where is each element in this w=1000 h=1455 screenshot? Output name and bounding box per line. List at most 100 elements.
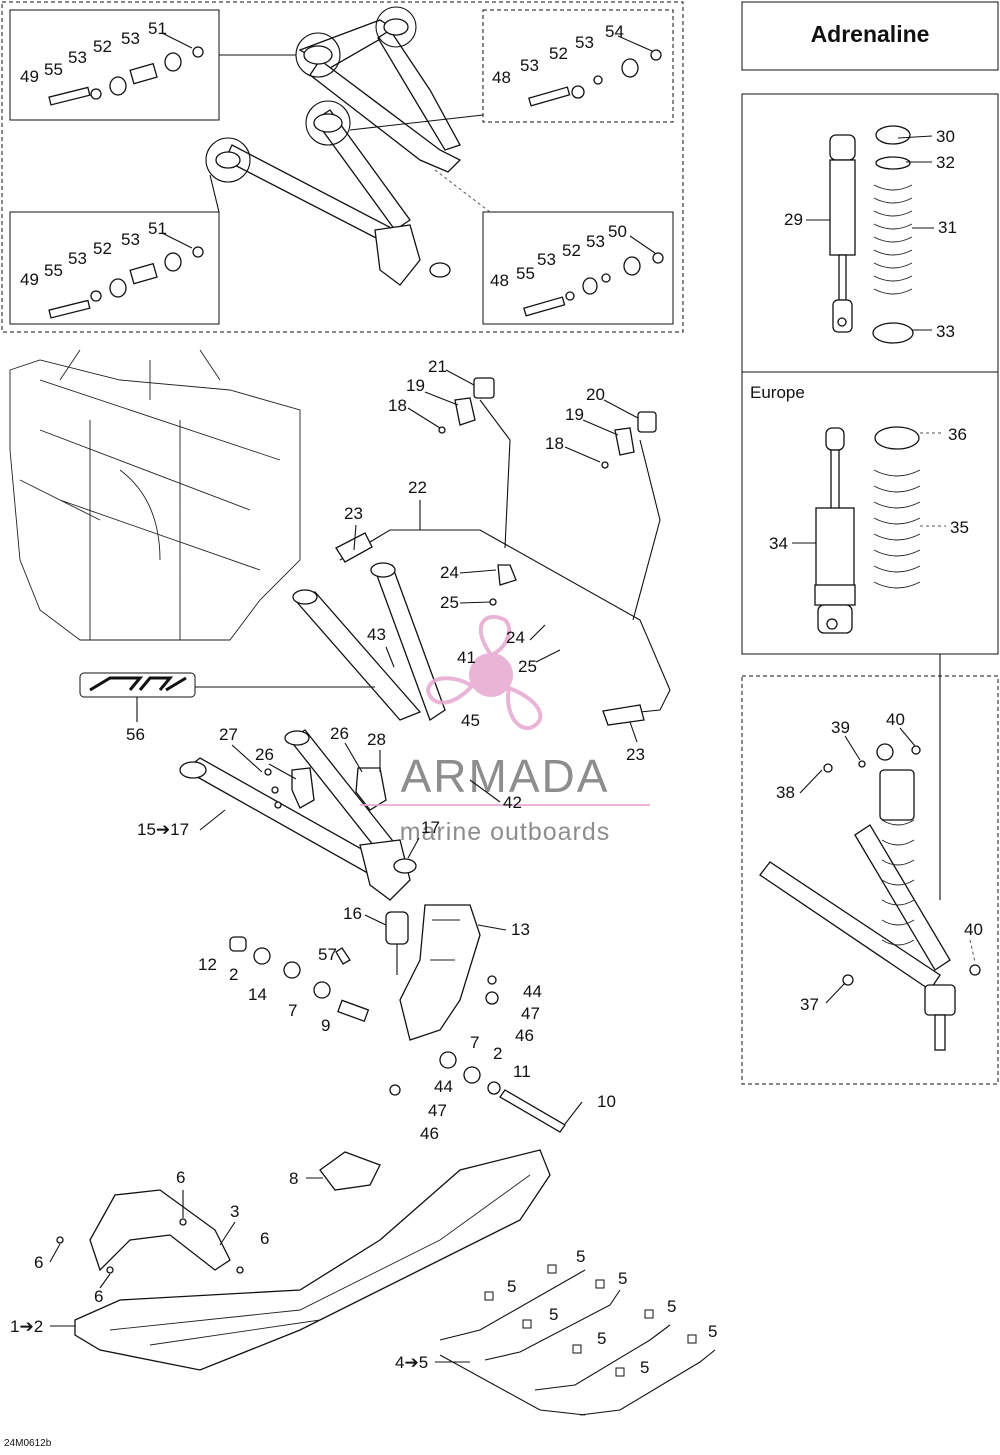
- callout: 6: [94, 1287, 103, 1306]
- callout: 18: [388, 396, 407, 415]
- shock-absorber-29: [829, 134, 856, 333]
- callout: 56: [126, 725, 145, 744]
- callout: 57: [318, 945, 337, 964]
- callout: 44: [523, 982, 542, 1001]
- callout: 53: [68, 249, 87, 268]
- callout: 55: [44, 60, 63, 79]
- shock-panel: [741, 93, 999, 655]
- callout: 25: [440, 593, 459, 612]
- callout: 53: [68, 48, 87, 67]
- spring-35: [873, 426, 921, 589]
- callout: 55: [44, 261, 63, 280]
- hardware-box-bottom-left: [9, 211, 220, 325]
- upper-a-arm: [215, 18, 462, 286]
- callout: 5: [708, 1322, 717, 1341]
- hardware-box-top-left: [9, 9, 220, 121]
- callout: 40: [886, 710, 905, 729]
- callout: 55: [516, 264, 535, 283]
- ras-logo: [79, 672, 375, 698]
- callout: 52: [93, 37, 112, 56]
- callout: 37: [800, 995, 819, 1014]
- callout: 5: [549, 1305, 558, 1324]
- callout: 27: [219, 725, 238, 744]
- bracket-26: [264, 767, 387, 811]
- callout: 39: [831, 718, 850, 737]
- callout: 53: [520, 56, 539, 75]
- callout: 44: [434, 1077, 453, 1096]
- adrenaline-panel: Adrenaline Europe: [741, 1, 999, 1085]
- callout: 35: [950, 518, 969, 537]
- runners: [439, 1264, 716, 1416]
- callout-labels: 51 53 52 53 55 49 54 53 52 53 48 51 53 5…: [10, 19, 983, 1377]
- callout: 26: [330, 724, 349, 743]
- callout: 7: [470, 1033, 479, 1052]
- callout: 52: [549, 44, 568, 63]
- callout: 7: [288, 1001, 297, 1020]
- bolt-stack-br: [523, 252, 664, 317]
- watermark-brand: ARMADA: [401, 750, 610, 802]
- callout: 28: [367, 730, 386, 749]
- callout: 5: [618, 1269, 627, 1288]
- callout: 51: [148, 219, 167, 238]
- bolt-stack-bl: [48, 246, 204, 319]
- callout: 50: [608, 222, 627, 241]
- callout: 5: [667, 1297, 676, 1316]
- callout: 53: [121, 29, 140, 48]
- callout: 51: [148, 19, 167, 38]
- callout: 9: [321, 1016, 330, 1035]
- upper-arm-group: [1, 1, 684, 333]
- bushing-highlights: [205, 6, 417, 183]
- hardware-box-top-right: [482, 9, 674, 123]
- drawing-code: 24M0612b: [4, 1438, 52, 1449]
- spindle-and-ski-leg: [229, 904, 566, 1133]
- callout: 34: [769, 534, 788, 553]
- callout: 12: [198, 955, 217, 974]
- callout: 33: [936, 322, 955, 341]
- model-title: Adrenaline: [811, 21, 930, 47]
- callout: 22: [408, 478, 427, 497]
- model-title-box: [741, 1, 999, 71]
- callout: 2: [493, 1044, 502, 1063]
- callout: 16: [343, 904, 362, 923]
- callout: 54: [605, 22, 624, 41]
- callout: 41: [457, 648, 476, 667]
- callout: 53: [586, 232, 605, 251]
- callout: 3: [230, 1202, 239, 1221]
- callout: 5: [640, 1358, 649, 1377]
- callout: 6: [260, 1229, 269, 1248]
- callout: 18: [545, 434, 564, 453]
- callout: 30: [936, 127, 955, 146]
- callout: 2: [229, 965, 238, 984]
- callout: 10: [597, 1092, 616, 1111]
- callout: 17: [421, 818, 440, 837]
- ski-assembly: [56, 1149, 551, 1371]
- callout: 46: [420, 1124, 439, 1143]
- hardware-box-bottom-right: [482, 211, 674, 325]
- callout: 13: [511, 920, 530, 939]
- assembled-arm-panel: [741, 675, 999, 1085]
- callout: 53: [575, 33, 594, 52]
- callout: 46: [515, 1026, 534, 1045]
- callout: 6: [34, 1253, 43, 1272]
- callout: 32: [936, 153, 955, 172]
- callout: 4➔5: [395, 1353, 428, 1372]
- frame-sketch: [9, 349, 301, 641]
- callout: 6: [176, 1168, 185, 1187]
- sway-bar: [335, 377, 671, 726]
- callout: 47: [521, 1004, 540, 1023]
- callout: 36: [948, 425, 967, 444]
- callout: 24: [440, 563, 459, 582]
- callout: 8: [289, 1169, 298, 1188]
- callout: 52: [562, 241, 581, 260]
- callout: 24: [506, 628, 525, 647]
- callout: 48: [490, 271, 509, 290]
- callout: 25: [518, 657, 537, 676]
- callout: 23: [626, 745, 645, 764]
- shock-absorber-34: [814, 427, 856, 634]
- callout: 47: [428, 1101, 447, 1120]
- bolt-stack-tr: [528, 49, 662, 107]
- upper-arm-frame: [1, 1, 684, 333]
- callout: 14: [248, 985, 267, 1004]
- lower-a-arms: [179, 562, 446, 901]
